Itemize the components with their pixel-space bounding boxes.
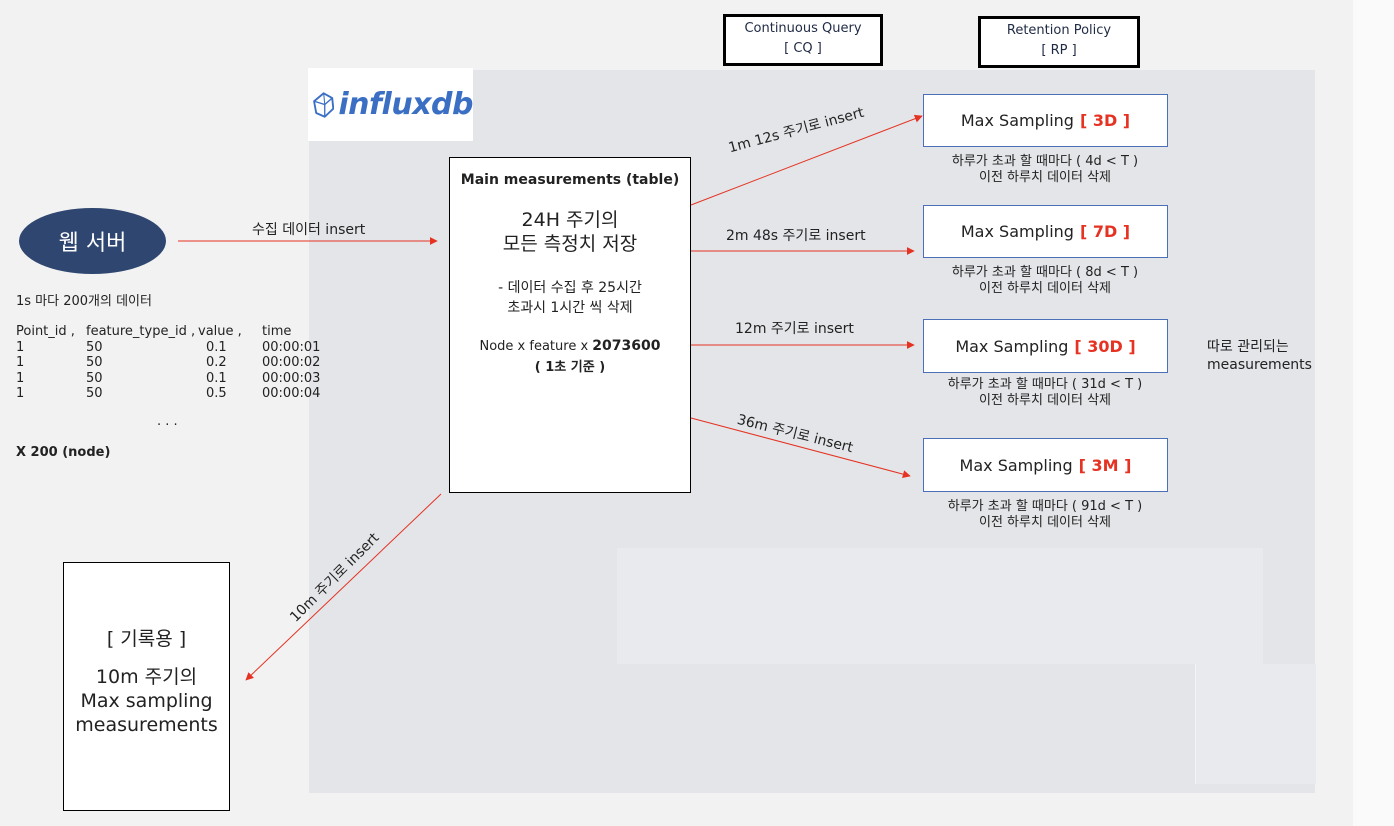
main-title: Main measurements (table) <box>460 172 680 188</box>
col-header: value , <box>198 324 242 339</box>
table-header-row: Point_id , feature_type_id , value , tim… <box>16 324 320 340</box>
table-row: 1 50 0.5 00:00:04 <box>16 386 320 402</box>
logo-text: influxdb <box>338 87 473 122</box>
sampling-note-3m: 하루가 초과 할 때마다 ( 91d < T ) 이전 하루치 데이터 삭제 <box>905 499 1185 531</box>
collect-insert-label: 수집 데이터 insert <box>252 222 366 238</box>
col-header: Point_id , <box>16 324 75 339</box>
delete-line: - 데이터 수집 후 25시간 <box>498 280 642 296</box>
main-delete-desc: - 데이터 수집 후 25시간 초과시 1시간 씩 삭제 <box>450 278 690 318</box>
note-line: 하루가 초과 할 때마다 ( 4d < T ) <box>951 154 1139 169</box>
sample-data-table: Point_id , feature_type_id , value , tim… <box>16 324 320 402</box>
table-ellipsis: . . . <box>157 414 178 429</box>
cell: 00:00:04 <box>262 386 321 401</box>
sampling-label: Max Sampling <box>960 111 1074 130</box>
col-header: feature_type_id , <box>86 324 196 339</box>
sampling-box-3m: Max Sampling [ 3M ] <box>923 438 1168 492</box>
insert-label-7d: 2m 48s 주기로 insert <box>726 228 866 244</box>
cell: 50 <box>86 370 103 386</box>
note-line: 이전 하루치 데이터 삭제 <box>979 393 1111 408</box>
sampling-note-30d: 하루가 초과 할 때마다 ( 31d < T ) 이전 하루치 데이터 삭제 <box>905 377 1185 409</box>
note-line: 이전 하루치 데이터 삭제 <box>979 515 1111 530</box>
sampling-note-3d: 하루가 초과 할 때마다 ( 4d < T ) 이전 하루치 데이터 삭제 <box>905 154 1185 186</box>
cell: 0.1 <box>206 370 227 386</box>
sampling-box-3d: Max Sampling [ 3D ] <box>923 94 1168 147</box>
sampling-note-7d: 하루가 초과 할 때마다 ( 8d < T ) 이전 하루치 데이터 삭제 <box>905 265 1185 297</box>
cq-legend-box: Continuous Query [ CQ ] <box>723 14 883 66</box>
sampling-box-30d: Max Sampling [ 30D ] <box>923 319 1168 373</box>
delete-line: 초과시 1시간 씩 삭제 <box>507 300 633 316</box>
table-row: 1 50 0.1 00:00:01 <box>16 340 320 356</box>
col-header: time <box>262 324 292 339</box>
influxdb-cube-icon <box>313 91 335 118</box>
separate-line: 따로 관리되는 <box>1207 339 1289 355</box>
separate-line: measurements <box>1207 357 1312 373</box>
node-prefix: Node x feature x <box>479 339 589 354</box>
sampling-tag: [ 30D ] <box>1074 336 1136 356</box>
sampling-box-7d: Max Sampling [ 7D ] <box>923 205 1168 258</box>
main-measurements-box: Main measurements (table) 24H 주기의 모든 측정치… <box>449 157 691 493</box>
main-node-calc: Node x feature x 2073600 <box>450 338 690 354</box>
rp-legend-title: Retention Policy <box>1006 23 1112 38</box>
cq-legend-abbr: [ CQ ] <box>784 41 822 56</box>
sampling-label: Max Sampling <box>955 336 1069 356</box>
cell: 0.1 <box>206 339 227 355</box>
sampling-tag: [ 3M ] <box>1078 455 1132 475</box>
cell: 50 <box>86 355 103 370</box>
sampling-label: Max Sampling <box>959 455 1073 475</box>
influxdb-logo: influxdb <box>308 68 473 141</box>
node-multiplier: X 200 (node) <box>16 445 111 460</box>
record-line: Max sampling <box>80 690 213 712</box>
record-title: [ 기록용 ] <box>106 628 187 650</box>
cell: 50 <box>86 386 103 401</box>
cell: 0.2 <box>206 355 227 370</box>
cell: 50 <box>86 339 103 355</box>
record-box: [ 기록용 ] 10m 주기의 Max sampling measurement… <box>63 562 230 811</box>
node-value: 2073600 <box>592 338 661 354</box>
note-line: 하루가 초과 할 때마다 ( 91d < T ) <box>947 499 1143 514</box>
cell: 1 <box>16 355 25 370</box>
rp-legend-box: Retention Policy [ RP ] <box>978 16 1140 68</box>
store-line: 24H 주기의 <box>521 209 619 231</box>
sampling-tag: [ 7D ] <box>1079 222 1131 241</box>
note-line: 이전 하루치 데이터 삭제 <box>979 281 1111 296</box>
right-strip <box>1353 0 1394 826</box>
separate-measurements-note: 따로 관리되는 measurements <box>1207 338 1312 374</box>
sampling-label: Max Sampling <box>960 222 1074 241</box>
main-basis: ( 1초 기준 ) <box>534 360 606 375</box>
web-server-node: 웹 서버 <box>19 208 166 274</box>
cell: 00:00:01 <box>262 339 321 355</box>
note-line: 하루가 초과 할 때마다 ( 31d < T ) <box>947 377 1143 392</box>
cell: 1 <box>16 339 25 355</box>
cell: 1 <box>16 370 25 386</box>
cell: 00:00:03 <box>262 370 321 386</box>
note-line: 이전 하루치 데이터 삭제 <box>979 170 1111 185</box>
table-row: 1 50 0.1 00:00:03 <box>16 371 320 387</box>
sampling-tag: [ 3D ] <box>1079 111 1131 130</box>
store-line: 모든 측정치 저장 <box>502 233 638 255</box>
canvas-band <box>1195 664 1316 784</box>
note-line: 하루가 초과 할 때마다 ( 8d < T ) <box>951 265 1139 280</box>
cell: 00:00:02 <box>262 355 321 370</box>
record-line: 10m 주기의 <box>95 666 198 688</box>
cell: 1 <box>16 386 25 401</box>
web-server-label: 웹 서버 <box>58 231 127 256</box>
record-line: measurements <box>75 714 218 736</box>
data-description: 1s 마다 200개의 데이터 <box>16 294 152 309</box>
canvas-band <box>617 548 1263 664</box>
record-desc: 10m 주기의 Max sampling measurements <box>64 665 229 737</box>
cq-legend-title: Continuous Query <box>744 21 862 36</box>
main-store-desc: 24H 주기의 모든 측정치 저장 <box>450 208 690 256</box>
cell: 0.5 <box>206 386 227 401</box>
rp-legend-abbr: [ RP ] <box>1041 43 1077 58</box>
table-row: 1 50 0.2 00:00:02 <box>16 355 320 371</box>
insert-label-30d: 12m 주기로 insert <box>735 321 854 337</box>
